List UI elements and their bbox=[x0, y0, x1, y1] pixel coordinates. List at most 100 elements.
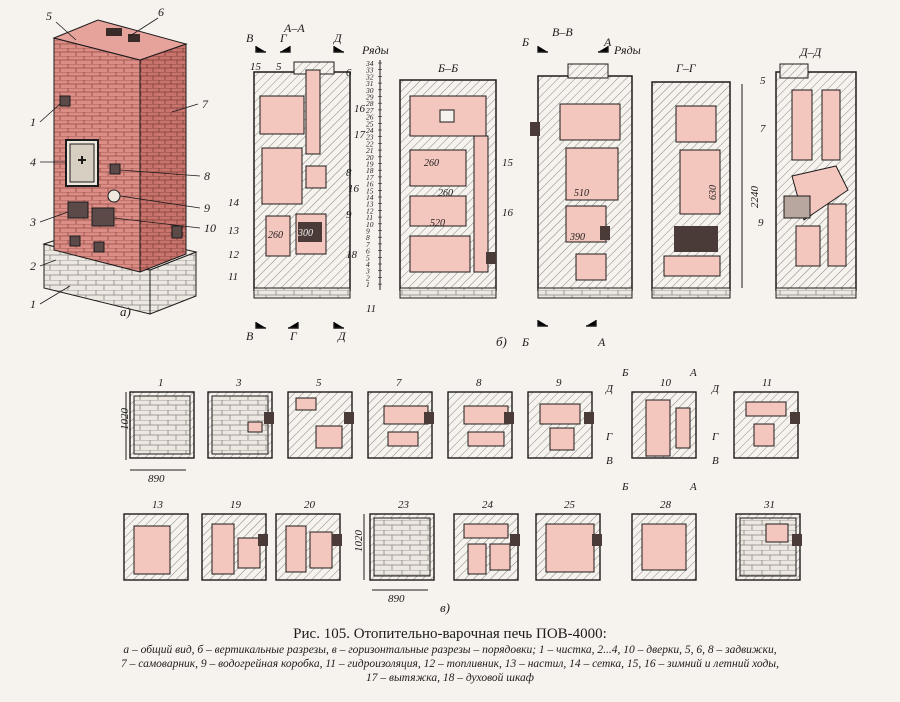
row-number: 14 bbox=[366, 193, 374, 202]
row-number: 5 bbox=[366, 253, 370, 262]
caption-line-3: 17 – вытяжка, 18 – духовой шкаф bbox=[366, 672, 534, 684]
dim-510: 510 bbox=[574, 188, 589, 199]
section-g-g: Г–Г 630 2240 bbox=[651, 61, 761, 299]
callout-b-11-bottom: 11 bbox=[366, 303, 376, 315]
callout-b-5: 5 bbox=[276, 61, 282, 73]
general-view: 5 6 1 7 4 8 9 3 10 2 1 а) bbox=[29, 5, 216, 319]
row-plan: 10 bbox=[631, 377, 697, 459]
callout-a-5: 5 bbox=[46, 9, 52, 23]
row-number: 22 bbox=[366, 139, 374, 148]
row-number: 9 bbox=[366, 227, 370, 236]
row-plan-label: 31 bbox=[763, 499, 775, 511]
callout-b-9: 9 bbox=[346, 209, 352, 221]
row-number: 10 bbox=[366, 220, 374, 229]
callout-d-5: 5 bbox=[760, 75, 766, 87]
caption-line-1: а – общий вид, б – вертикальные разрезы,… bbox=[123, 644, 777, 656]
row-number: 17 bbox=[366, 173, 374, 182]
row-number: 21 bbox=[366, 146, 374, 155]
side-b-top: Б bbox=[621, 367, 629, 379]
callout-b-11: 11 bbox=[228, 271, 238, 283]
row-number: 34 bbox=[365, 59, 374, 68]
sec-letter-b-bottom: Б bbox=[521, 335, 529, 349]
section-v-v: В–В 510 390 Б А Б А Ряды bbox=[521, 25, 641, 349]
row-number: 6 bbox=[366, 247, 370, 256]
stove-drawing: 5 6 1 7 4 8 9 3 10 2 1 а) bbox=[29, 5, 857, 615]
row-number: 2 bbox=[366, 273, 370, 282]
row-plan-label: 25 bbox=[564, 499, 576, 511]
row-number: 25 bbox=[366, 119, 374, 128]
dim-1020-bottom: 1020 bbox=[353, 530, 365, 553]
row-plan: 20 bbox=[275, 499, 342, 581]
row-plan: 11 bbox=[733, 377, 800, 459]
row-plan-label: 9 bbox=[556, 377, 562, 389]
sec-letter-b-top: Б bbox=[521, 35, 529, 49]
callout-b-12: 12 bbox=[228, 249, 240, 261]
sec-letter-a-bottom: А bbox=[597, 335, 606, 349]
row-plan-label: 20 bbox=[304, 499, 316, 511]
sec-letter-g-top: Г bbox=[279, 31, 288, 45]
row-plan-label: 23 bbox=[398, 499, 410, 511]
callout-b-14: 14 bbox=[228, 197, 240, 209]
dim-300: 300 bbox=[297, 228, 313, 239]
callout-a-8: 8 bbox=[204, 169, 210, 183]
row-plan-label: 11 bbox=[762, 377, 772, 389]
section-d-d: Д–Д 5 7 9 bbox=[758, 45, 857, 299]
side-a-bottom: А bbox=[689, 481, 697, 493]
row-plan-label: 19 bbox=[230, 499, 242, 511]
row-plan: 13 bbox=[123, 499, 189, 581]
dim-260-a: 260 bbox=[268, 230, 283, 241]
row-number: 23 bbox=[366, 133, 374, 142]
callout-b-13: 13 bbox=[228, 225, 240, 237]
row-plan: 19 bbox=[201, 499, 268, 581]
dim-2240: 2240 bbox=[749, 186, 761, 209]
callout-b2-15: 15 bbox=[502, 157, 514, 169]
row-number: 24 bbox=[366, 126, 374, 135]
rows-scale: Ряды 34333231302928272625242322212019181… bbox=[361, 43, 389, 315]
part-v-label: в) bbox=[440, 600, 450, 615]
row-number: 29 bbox=[366, 93, 374, 102]
row-number: 13 bbox=[366, 200, 374, 209]
section-title-d-d: Д–Д bbox=[799, 45, 823, 59]
side-g-left: Г bbox=[605, 431, 613, 443]
callout-a-7: 7 bbox=[202, 97, 209, 111]
callout-d-7: 7 bbox=[760, 123, 766, 135]
callout-a-1: 1 bbox=[30, 115, 36, 129]
row-plan: 28 bbox=[631, 499, 697, 581]
row-number: 30 bbox=[365, 86, 374, 95]
row-number: 12 bbox=[366, 206, 374, 215]
callout-a-4: 4 bbox=[30, 155, 36, 169]
section-title-v-v: В–В bbox=[552, 25, 573, 39]
row-plan: 3 bbox=[207, 377, 274, 459]
sec-letter-d-bottom: Д bbox=[337, 329, 347, 343]
callout-b-8: 8 bbox=[346, 167, 352, 179]
row-plan: 25 bbox=[535, 499, 602, 581]
row-plan: 31 bbox=[735, 499, 802, 581]
sec-letter-d-top: Д bbox=[333, 31, 343, 45]
part-a-label: а) bbox=[120, 304, 131, 319]
row-number: 7 bbox=[366, 240, 370, 249]
side-g-right: Г bbox=[711, 431, 719, 443]
row-number: 32 bbox=[365, 72, 374, 81]
dim-260-b2: 260 bbox=[438, 188, 453, 199]
callout-b2-16: 16 bbox=[502, 207, 514, 219]
row-number: 18 bbox=[366, 166, 374, 175]
side-a-top: А bbox=[689, 367, 697, 379]
dim-390: 390 bbox=[569, 232, 585, 243]
dim-890-bottom: 890 bbox=[388, 593, 405, 605]
caption-title: Рис. 105. Отопительно-варочная печь ПОВ-… bbox=[293, 626, 607, 642]
row-plan-label: 3 bbox=[235, 377, 242, 389]
callout-a-6: 6 bbox=[158, 5, 164, 19]
sec-letter-v-bottom: В bbox=[246, 329, 254, 343]
row-plan-label: 24 bbox=[482, 499, 494, 511]
row-plan-label: 5 bbox=[316, 377, 322, 389]
row-plan-label: 13 bbox=[152, 499, 164, 511]
row-plan: 24 bbox=[453, 499, 520, 581]
row-number: 15 bbox=[366, 186, 374, 195]
sec-letter-g-bottom: Г bbox=[289, 329, 298, 343]
callout-b-6: 6 bbox=[346, 67, 352, 79]
row-number: 28 bbox=[366, 99, 374, 108]
callout-b-18: 18 bbox=[346, 249, 358, 261]
callout-b-16b: 16 bbox=[348, 183, 360, 195]
rows-label: Ряды bbox=[361, 43, 389, 57]
callout-b-16: 16 bbox=[354, 103, 366, 115]
